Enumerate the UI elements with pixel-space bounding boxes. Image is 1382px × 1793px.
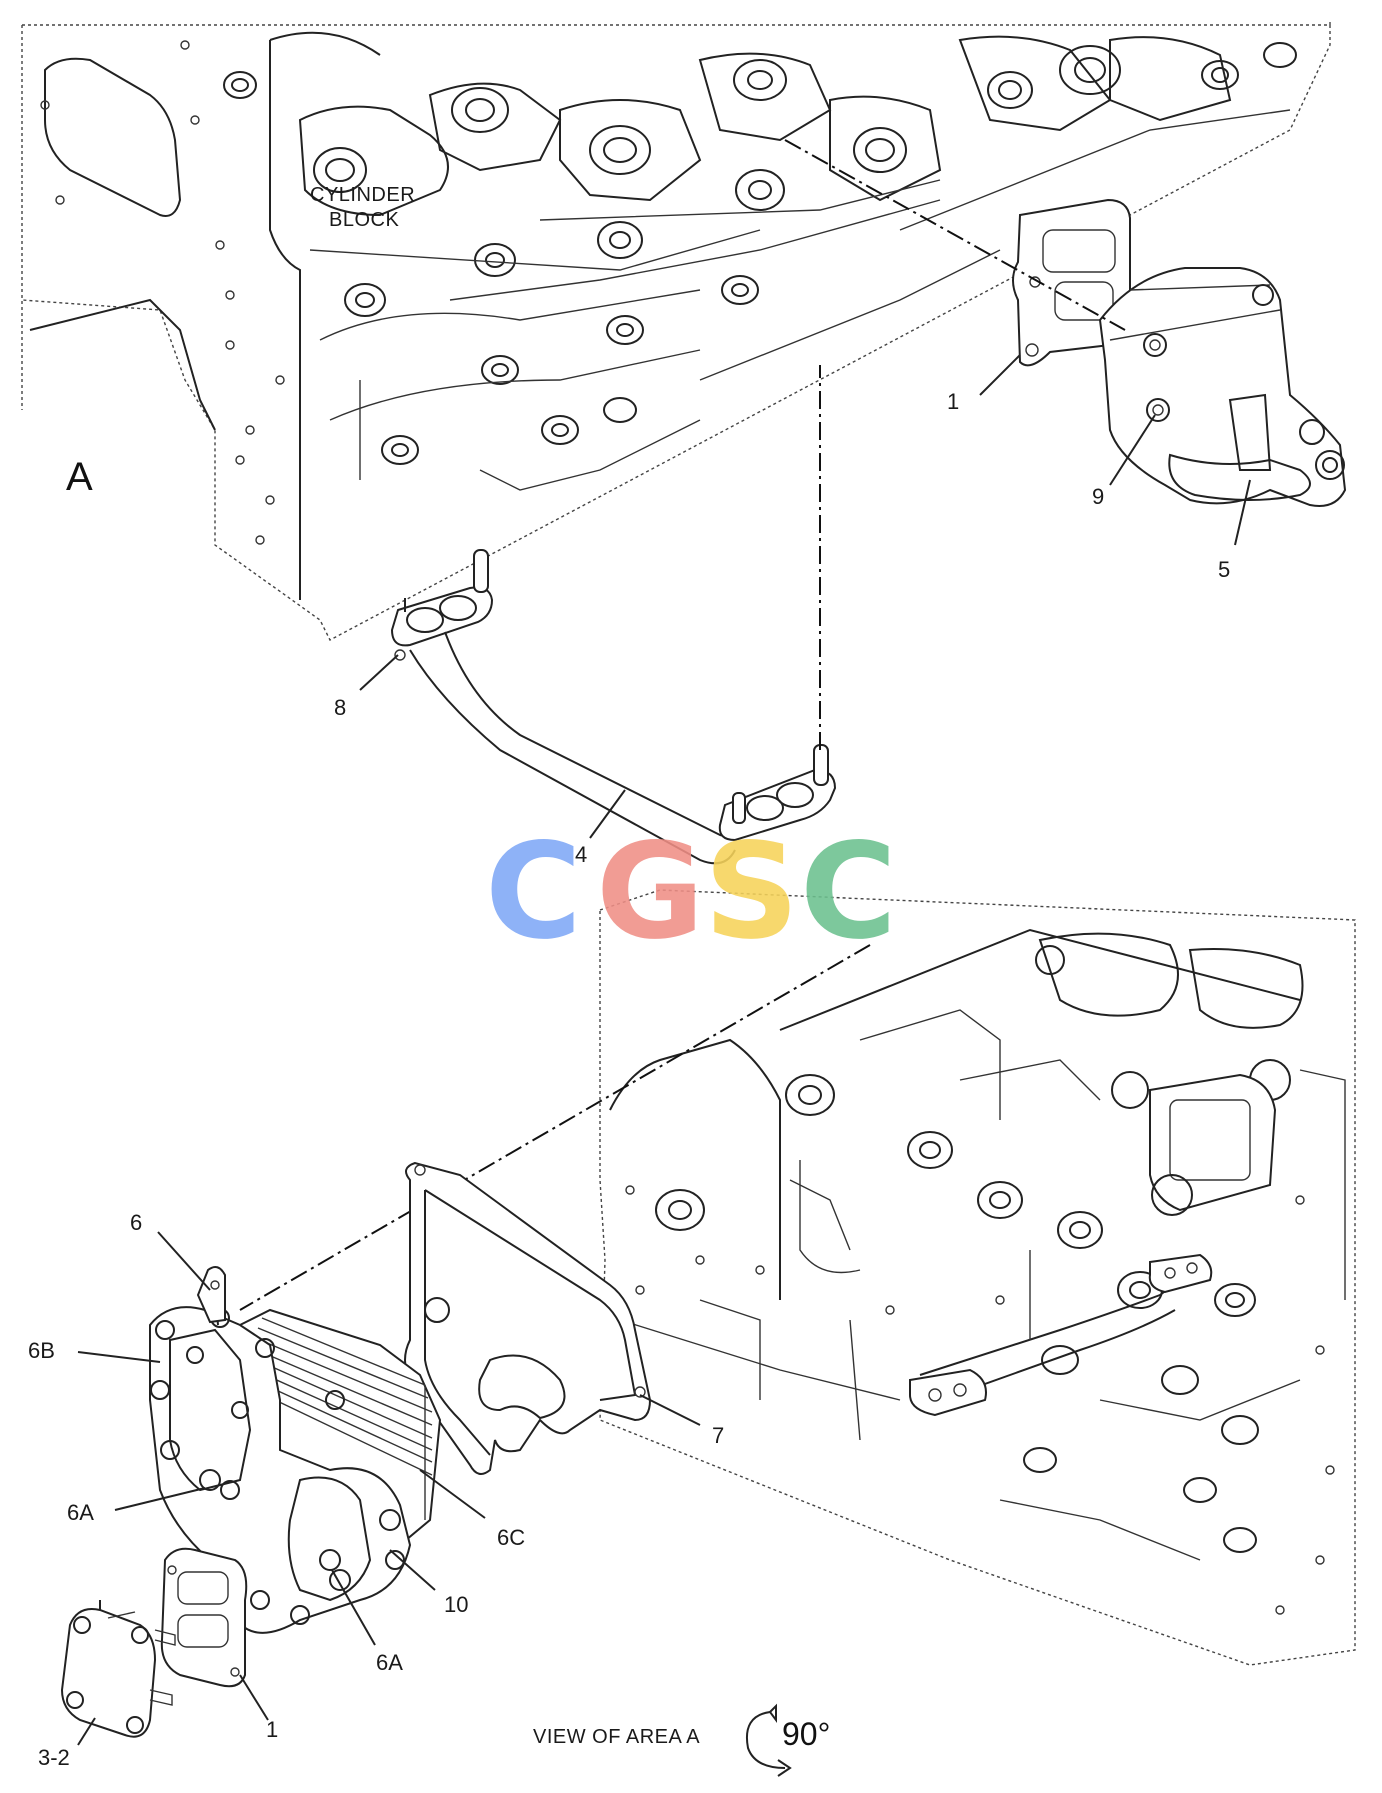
watermark-letter-4: C: [800, 815, 897, 969]
callout-7: 7: [712, 1423, 724, 1448]
watermark-cgsc: C G S C: [485, 815, 897, 969]
callout-1-top: 1: [947, 389, 959, 414]
cylinder-block-label-line2: BLOCK: [329, 209, 399, 231]
callout-1-bottom: 1: [266, 1717, 278, 1742]
callout-6B: 6B: [28, 1338, 55, 1363]
fitting-8: [394, 649, 406, 661]
rotation-angle: 90°: [782, 1716, 830, 1752]
centerline-gasket1: [784, 139, 1126, 331]
gasket-7: [404, 1161, 652, 1475]
callout-10: 10: [444, 1592, 468, 1617]
callout-9: 9: [1092, 484, 1104, 509]
callout-6C: 6C: [497, 1525, 525, 1550]
cylinder-block-label-line1: CYLINDER: [310, 184, 415, 206]
watermark-letter-2: G: [596, 815, 704, 969]
callout-6A-upper: 6A: [67, 1500, 94, 1525]
callout-5: 5: [1218, 557, 1230, 582]
leader-lines: [77, 354, 1251, 1746]
callout-8: 8: [334, 695, 346, 720]
view-of-area-label: VIEW OF AREA A: [533, 1726, 700, 1748]
callout-3-2: 3-2: [38, 1745, 70, 1770]
callout-6: 6: [130, 1210, 142, 1235]
housing-5: [1098, 267, 1347, 507]
rotation-arrow-icon: [746, 1703, 792, 1777]
tube-4: [390, 549, 837, 865]
callout-4: 4: [575, 842, 587, 867]
oil-cooler-6: [149, 1265, 442, 1634]
area-a-letter: A: [66, 455, 93, 499]
watermark-letter-1: C: [485, 815, 582, 969]
watermark-letter-3: S: [704, 815, 799, 969]
cylinder-block-lower: [599, 889, 1356, 1666]
centerline-oil-cooler: [239, 944, 871, 1311]
gasket-1-bottom: [160, 1547, 248, 1688]
cylinder-block-upper: [21, 20, 1331, 641]
cover-3-2: [60, 1600, 176, 1738]
callout-6A-lower: 6A: [376, 1650, 403, 1675]
